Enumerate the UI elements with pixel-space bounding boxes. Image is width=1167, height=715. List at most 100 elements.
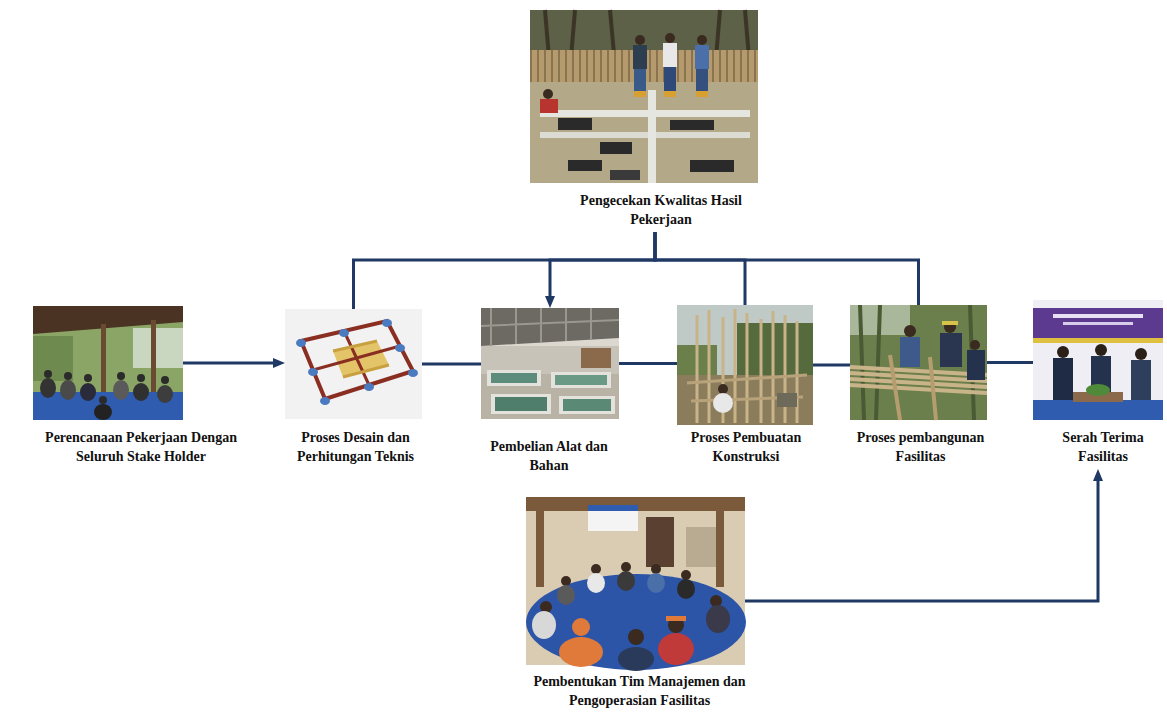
photo-building-part [850, 305, 987, 420]
photo-quality-check-part [568, 160, 602, 171]
photo-construction-part [777, 393, 797, 407]
photo-design-render-part [313, 331, 400, 385]
photo-team-meeting-part [617, 571, 635, 591]
photo-step-node: Perencanaan Pekerjaan Dengan Seluruh Sta… [33, 306, 183, 420]
photo-design-render-part [296, 339, 306, 347]
photo-quality-check-part [670, 120, 714, 130]
photo-team-meeting-part [536, 497, 544, 587]
step-caption: Pengecekan Kwalitas Hasil Pekerjaan [571, 191, 751, 229]
photo-warehouse-part [481, 308, 619, 346]
photo-warehouse-part [481, 346, 619, 374]
flow-connector [655, 232, 919, 305]
photo-building-part [967, 350, 985, 380]
photo-handover-part [1057, 346, 1069, 358]
photo-building-part [900, 337, 920, 367]
photo-team-meeting-part [621, 562, 631, 572]
photo-building-part [970, 340, 980, 350]
photo-warehouse-part [491, 394, 551, 414]
photo-construction-part [718, 384, 728, 394]
photo-design-render [285, 309, 422, 419]
photo-quality-check-part [558, 118, 592, 130]
photo-quality-check-part [540, 110, 750, 117]
photo-building-part [942, 321, 958, 325]
photo-handover-part [1053, 358, 1073, 400]
photo-quality-check-part [690, 160, 734, 172]
photo-step-node: Proses pembangunan Fasilitas [850, 305, 987, 420]
photo-planning-meeting-part [84, 374, 92, 382]
photo-quality-check-part [696, 91, 708, 97]
photo-planning-meeting-part [33, 306, 183, 334]
photo-team-meeting-part [628, 629, 644, 645]
photo-design-render-part [382, 319, 392, 327]
photo-team-meeting-part [532, 611, 556, 639]
photo-planning-meeting-part [33, 306, 183, 420]
photo-building-part [904, 325, 916, 337]
photo-step-node: Pembentukan Tim Manajemen dan Pengoperas… [526, 497, 745, 665]
photo-team-meeting-part [557, 585, 575, 605]
photo-design-render-part [364, 383, 374, 391]
photo-planning-meeting-part [101, 324, 106, 396]
photo-step-node: Pengecekan Kwalitas Hasil Pekerjaan [530, 10, 758, 183]
photo-handover-part [1033, 308, 1163, 338]
photo-design-render-part [408, 369, 418, 377]
photo-construction-part [677, 305, 813, 425]
photo-design-render-part [395, 344, 405, 352]
photo-planning-meeting-part [113, 380, 129, 400]
photo-team-meeting-part [526, 574, 746, 670]
flow-connector [745, 477, 1098, 601]
step-caption: Serah Terima Fasilitas [1046, 428, 1160, 466]
photo-team-meeting-part [618, 647, 654, 671]
photo-planning-meeting-part [133, 383, 149, 401]
photo-warehouse-part [481, 308, 619, 419]
photo-warehouse-part [481, 374, 619, 419]
photo-quality-check-part [540, 132, 750, 138]
photo-warehouse-part [559, 396, 615, 414]
photo-team-meeting-part [591, 564, 601, 574]
photo-quality-check-part [648, 90, 656, 183]
photo-planning-meeting-part [33, 336, 73, 381]
photo-quality-check [530, 10, 758, 183]
photo-quality-check-part [695, 45, 709, 69]
step-caption: Perencanaan Pekerjaan Dengan Seluruh Sta… [31, 428, 251, 466]
connector-group [183, 232, 1098, 601]
photo-team-meeting-part [588, 505, 638, 511]
photo-planning-meeting-part [60, 380, 76, 400]
photo-warehouse-part [563, 399, 611, 411]
photo-team-meeting-part [686, 527, 716, 567]
photo-team-meeting-part [716, 497, 724, 587]
step-caption: Proses pembangunan Fasilitas [834, 428, 1008, 466]
photo-handover-part [1053, 314, 1143, 318]
step-caption: Pembelian Alat dan Bahan [485, 437, 613, 475]
flow-connector [987, 361, 1033, 364]
photo-team-meeting [526, 497, 746, 671]
flow-connector [354, 232, 656, 309]
photo-construction [677, 305, 813, 425]
photo-quality-check-part [663, 43, 677, 67]
photo-planning-meeting-part [161, 376, 169, 384]
photo-handover [1033, 300, 1163, 420]
photo-handover-part [1131, 360, 1151, 400]
photo-building-part [860, 305, 974, 420]
photo-team-meeting-part [681, 570, 691, 580]
photo-step-node: Pembelian Alat dan Bahan [481, 308, 619, 419]
photo-step-node: Proses Desain dan Perhitungan Teknis [285, 309, 422, 419]
photo-team-meeting-part [647, 573, 665, 593]
photo-design-render-part [320, 397, 330, 405]
photo-step-node: Serah Terima Fasilitas [1033, 300, 1163, 420]
photo-team-meeting-part [561, 576, 571, 586]
photo-design-render-part [301, 321, 413, 399]
photo-planning-meeting-part [80, 383, 96, 401]
photo-quality-check-part [530, 10, 758, 183]
photo-design-render-part [339, 329, 349, 337]
photo-team-meeting-part [526, 497, 745, 511]
photo-planning-meeting-part [133, 328, 183, 368]
photo-team-meeting-part [646, 517, 674, 567]
photo-planning-meeting-part [99, 396, 107, 404]
photo-team-meeting-part [651, 564, 661, 574]
photo-step-node: Proses Pembuatan Konstruksi [677, 305, 813, 425]
photo-building-part [940, 333, 962, 367]
photo-design-render-part [333, 341, 389, 377]
photo-building-part [850, 367, 987, 393]
photo-warehouse [481, 308, 619, 419]
photo-planning-meeting-part [151, 320, 156, 396]
